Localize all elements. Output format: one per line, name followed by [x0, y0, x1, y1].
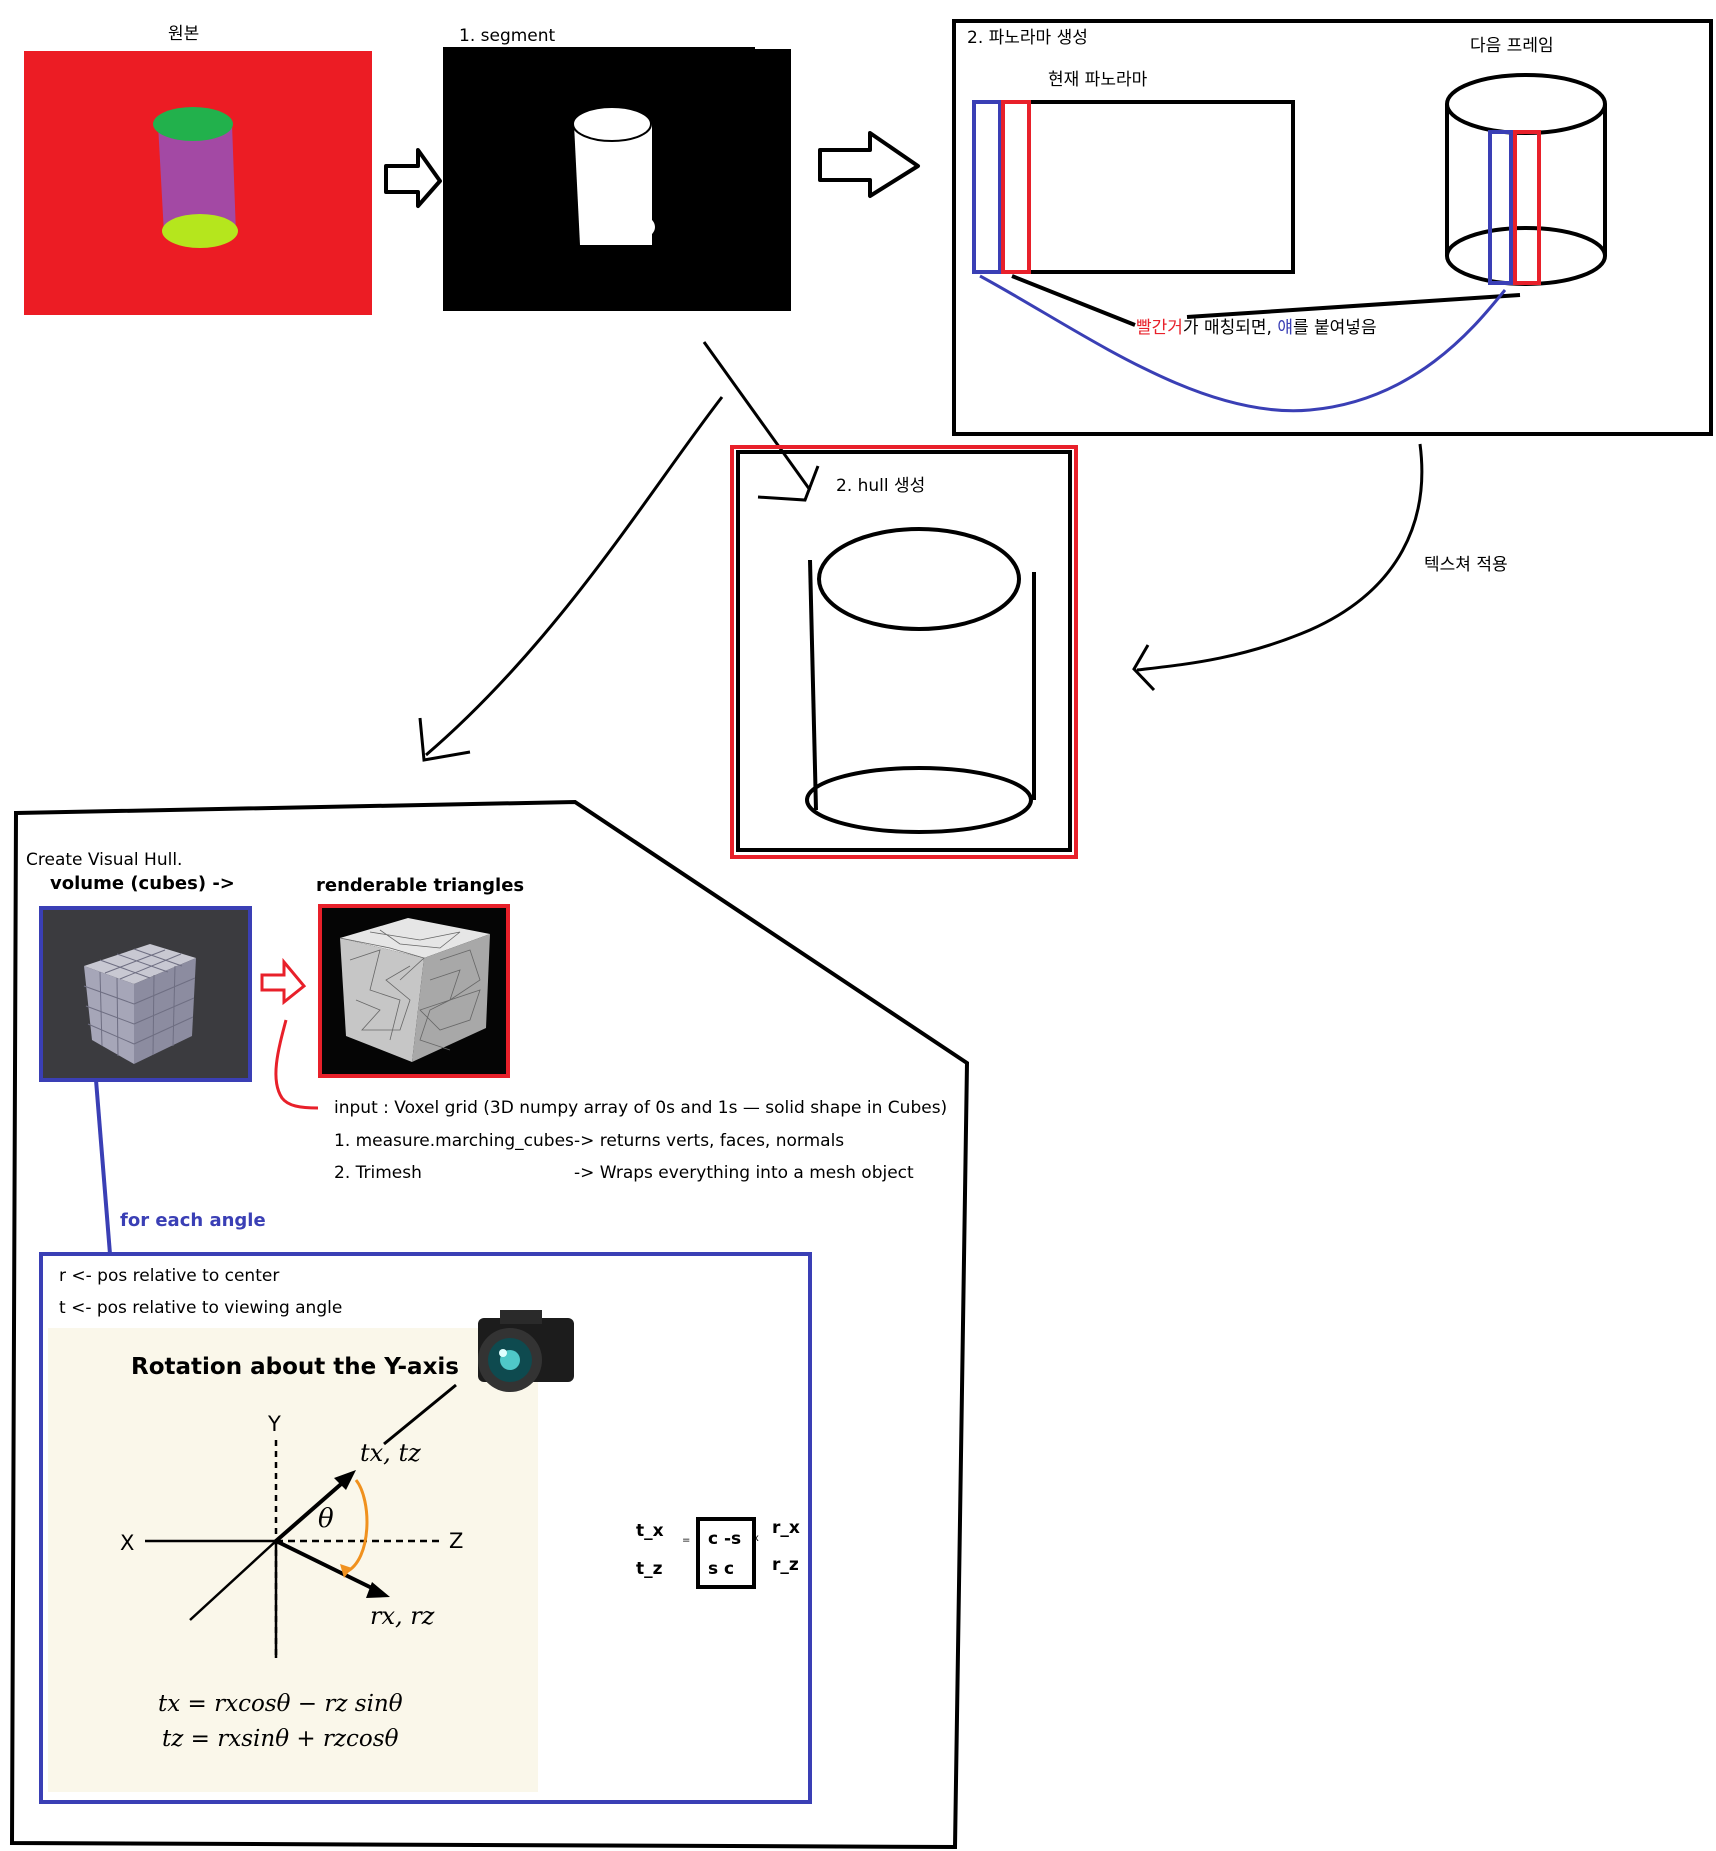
- step2-desc: -> Wraps everything into a mesh object: [574, 1163, 914, 1183]
- original-label: 원본: [168, 24, 200, 44]
- axis-z-label: Z: [449, 1529, 464, 1553]
- equation-tx: tx = rxcosθ − rz sinθ: [158, 1691, 403, 1717]
- triangles-label: renderable triangles: [316, 875, 525, 896]
- visual-hull-outline: [9, 799, 970, 1850]
- axis-y-label: Y: [268, 1412, 281, 1436]
- step2-name: 2. Trimesh: [334, 1163, 422, 1183]
- segment-label: 1. segment: [459, 26, 556, 46]
- flow-arrow-1: [384, 148, 442, 208]
- note-mid: 가 매칭되면,: [1182, 318, 1278, 338]
- rotation-matrix: c -s s c: [696, 1517, 756, 1589]
- visual-hull-title: Create Visual Hull.: [26, 850, 183, 870]
- vector-r-label: rx, rz: [370, 1602, 435, 1630]
- angle-theta-label: θ: [318, 1504, 334, 1534]
- step1-desc: -> returns verts, faces, normals: [574, 1131, 845, 1151]
- rotation-title: Rotation about the Y-axis: [131, 1354, 459, 1380]
- current-panorama-label: 현재 파노라마: [1048, 70, 1148, 90]
- camera-icon: [478, 1310, 574, 1392]
- original-image: [24, 51, 372, 315]
- red-arrow: [260, 957, 307, 1006]
- matrix-equals: =: [682, 1535, 691, 1546]
- input-line: input : Voxel grid (3D numpy array of 0s…: [334, 1098, 948, 1118]
- volume-thumbnail: [39, 906, 252, 1082]
- red-bracket: [274, 1019, 319, 1110]
- matrix-row-1: c -s: [708, 1529, 742, 1549]
- panorama-title: 2. 파노라마 생성: [967, 28, 1088, 48]
- t-definition: t <- pos relative to viewing angle: [59, 1298, 343, 1318]
- rotation-axes: [145, 1383, 457, 1658]
- matrix-row-2: s c: [708, 1559, 735, 1579]
- arrow-texture: [1132, 443, 1424, 692]
- hull-label: 2. hull 생성: [836, 476, 926, 496]
- rotation-figure-background: [48, 1328, 538, 1792]
- next-frame-label: 다음 프레임: [1470, 36, 1554, 56]
- panorama-box: [952, 19, 1713, 436]
- note-red-word: 빨간거: [1136, 318, 1183, 338]
- note-blue-word: 얘: [1277, 318, 1293, 338]
- note-end: 를 붙여넣음: [1292, 318, 1377, 338]
- arrow-to-visual-hull: [418, 396, 724, 762]
- matrix-rz: r_z: [772, 1555, 799, 1575]
- step1-name: 1. measure.marching_cubes: [334, 1131, 574, 1151]
- r-definition: r <- pos relative to center: [59, 1266, 280, 1286]
- vector-t-label: tx, tz: [360, 1439, 421, 1467]
- for-each-angle-label: for each angle: [120, 1210, 266, 1231]
- triangles-thumbnail: [318, 904, 510, 1078]
- matrix-tx: t_x: [636, 1521, 664, 1541]
- rotation-box: [39, 1252, 812, 1804]
- blue-connector: [94, 1079, 112, 1255]
- hull-box: [730, 445, 1078, 859]
- arrow-to-hull: [702, 341, 820, 502]
- panorama-note: 빨간거가 매칭되면, 얘를 붙여넣음: [1136, 320, 1377, 337]
- flow-arrow-2: [818, 131, 920, 198]
- equation-tz: tz = rxsinθ + rzcosθ: [162, 1726, 399, 1752]
- matrix-times: x: [753, 1533, 759, 1544]
- segment-image: [443, 47, 791, 311]
- axis-x-label: X: [120, 1531, 135, 1555]
- texture-label: 텍스쳐 적용: [1424, 555, 1508, 575]
- volume-label: volume (cubes) ->: [50, 873, 235, 894]
- matrix-rx: r_x: [772, 1518, 800, 1538]
- matrix-tz: t_z: [636, 1559, 663, 1579]
